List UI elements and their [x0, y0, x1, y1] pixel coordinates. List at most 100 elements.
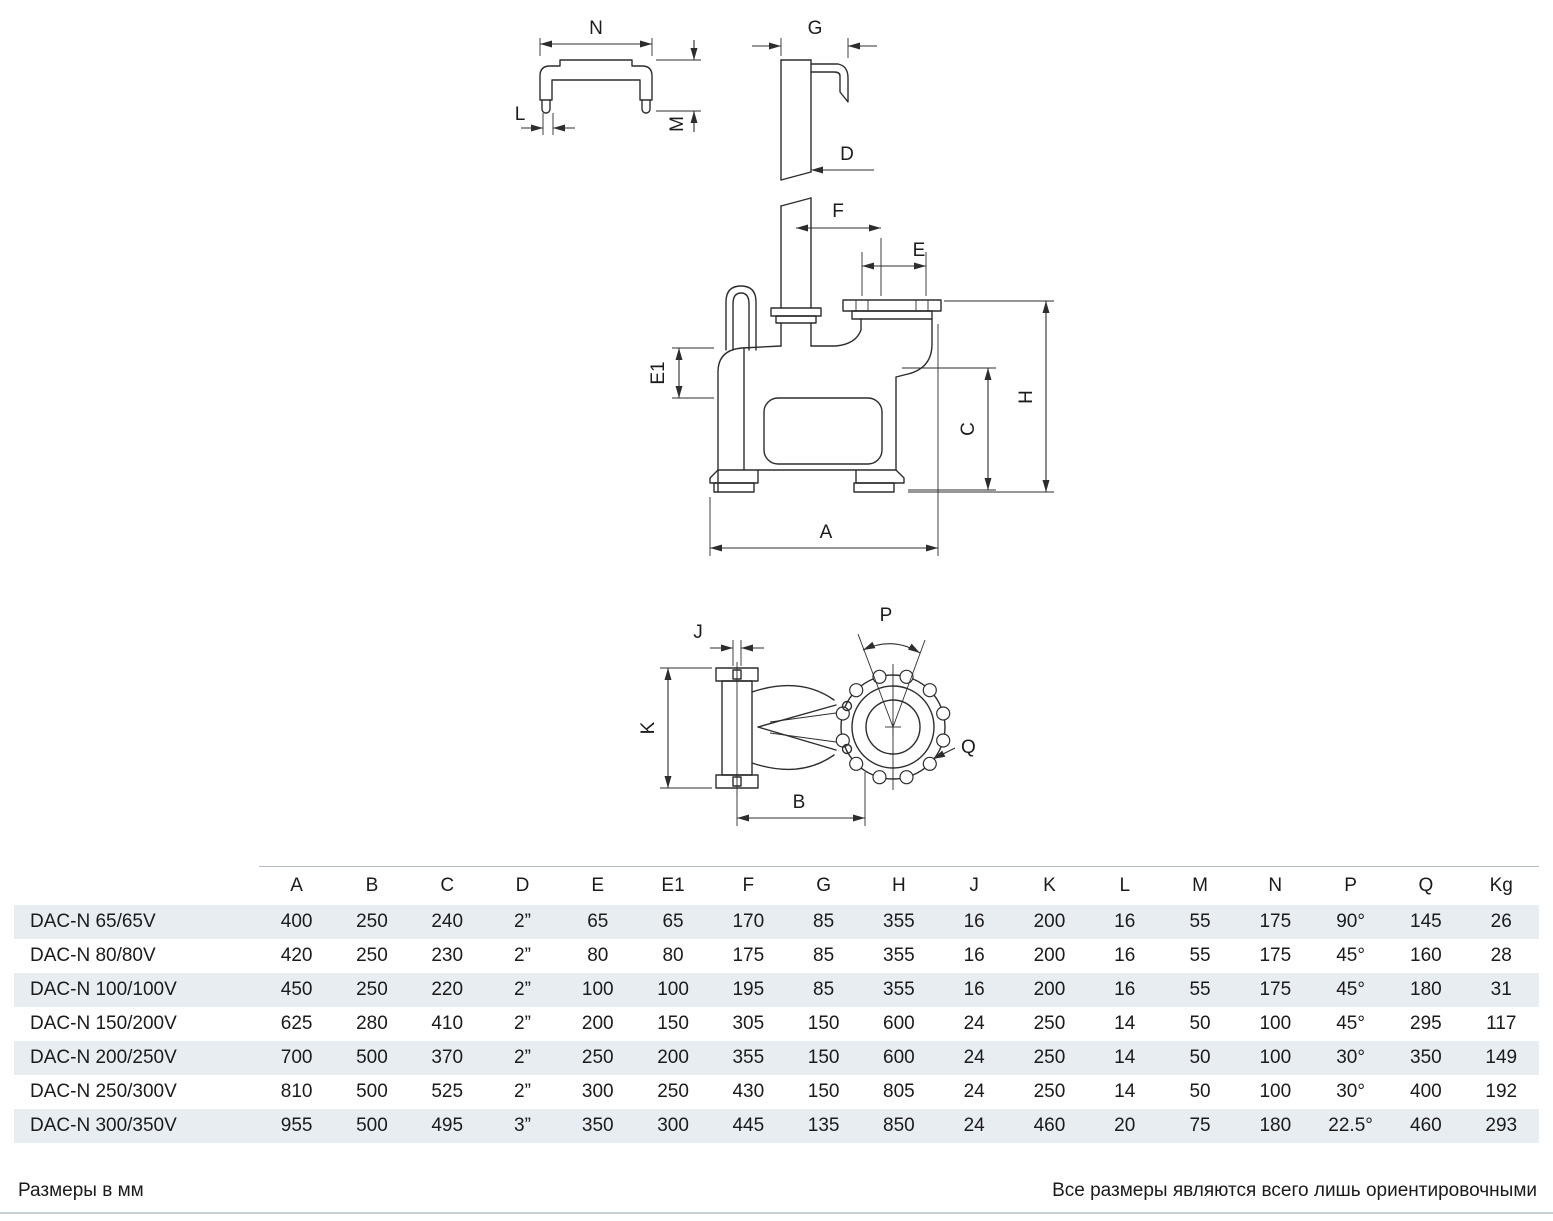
value-cell: 220	[431, 978, 464, 1000]
value-cell: 85	[813, 910, 835, 932]
value-cell: 175	[732, 944, 765, 966]
discharge-flange	[842, 299, 942, 320]
model-cell: DAC-N 250/300V	[30, 1080, 177, 1102]
value-cell: 250	[1033, 1046, 1066, 1068]
value-cell: 355	[883, 978, 915, 1000]
value-cell: 30°	[1336, 1080, 1365, 1102]
value-cell: 240	[431, 910, 464, 932]
value-cell: 250	[356, 978, 388, 1000]
value-cell: 295	[1410, 1012, 1442, 1034]
value-cell: 31	[1490, 978, 1512, 1000]
value-cell: 50	[1189, 1012, 1211, 1034]
value-cell: 24	[963, 1114, 985, 1136]
dim-label-g: G	[808, 18, 823, 39]
value-cell: 80	[587, 944, 609, 966]
value-cell: 149	[1485, 1046, 1518, 1068]
value-cell: 85	[813, 944, 835, 966]
value-cell: 90°	[1336, 910, 1365, 932]
dim-label-b: B	[793, 792, 806, 813]
footer-disclaimer-note: Все размеры являются всего лишь ориентир…	[1052, 1180, 1537, 1201]
value-cell: 200	[581, 1012, 614, 1034]
table-header-b: B	[334, 866, 410, 905]
value-cell: 50	[1189, 1046, 1211, 1068]
model-cell: DAC-N 150/200V	[30, 1012, 177, 1034]
value-cell: 460	[1410, 1114, 1442, 1136]
value-cell: 250	[356, 910, 388, 932]
value-cell: 16	[1114, 944, 1136, 966]
value-cell: 2”	[514, 1012, 531, 1034]
value-cell: 250	[581, 1046, 614, 1068]
table-header-kg: Kg	[1463, 866, 1539, 905]
value-cell: 85	[813, 978, 835, 1000]
value-cell: 525	[431, 1080, 464, 1102]
value-cell: 80	[662, 944, 684, 966]
value-cell: 305	[732, 1012, 765, 1034]
value-cell: 400	[280, 910, 313, 932]
value-cell: 230	[431, 944, 464, 966]
value-cell: 135	[807, 1114, 840, 1136]
value-cell: 955	[280, 1114, 313, 1136]
stand-front	[715, 662, 759, 794]
value-cell: 14	[1114, 1046, 1136, 1068]
value-cell: 50	[1189, 1080, 1211, 1102]
value-cell: 180	[1410, 978, 1442, 1000]
dim-label-f: F	[832, 201, 844, 222]
value-cell: 200	[1033, 944, 1066, 966]
dim-label-e1: E1	[648, 361, 669, 384]
value-cell: 55	[1189, 910, 1211, 932]
value-cell: 24	[963, 1012, 985, 1034]
value-cell: 430	[732, 1080, 765, 1102]
value-cell: 192	[1485, 1080, 1518, 1102]
value-cell: 175	[1259, 978, 1292, 1000]
dim-label-h: H	[1016, 390, 1037, 404]
value-cell: 45°	[1336, 1012, 1365, 1034]
table-header-d: D	[484, 866, 561, 905]
table-header-h: H	[861, 866, 937, 905]
value-cell: 600	[883, 1012, 915, 1034]
value-cell: 14	[1114, 1080, 1136, 1102]
value-cell: 450	[280, 978, 313, 1000]
value-cell: 150	[807, 1080, 840, 1102]
top-view-drawing: J	[638, 605, 976, 826]
model-cell: DAC-N 300/350V	[30, 1114, 177, 1136]
footer-units-note: Размеры в мм	[18, 1180, 144, 1201]
model-cell: DAC-N 65/65V	[30, 910, 156, 932]
model-cell: DAC-N 200/250V	[30, 1046, 177, 1068]
value-cell: 200	[1033, 910, 1066, 932]
value-cell: 700	[280, 1046, 313, 1068]
value-cell: 2”	[514, 978, 531, 1000]
volute-top	[751, 684, 837, 771]
riser-pipe	[770, 59, 849, 347]
table-header-f: F	[710, 866, 786, 905]
table-header-j: J	[936, 866, 1012, 905]
dim-label-e: E	[913, 240, 926, 261]
value-cell: 16	[963, 910, 985, 932]
value-cell: 145	[1410, 910, 1442, 932]
value-cell: 355	[883, 944, 915, 966]
pump-body	[709, 285, 933, 493]
value-cell: 175	[1259, 910, 1292, 932]
value-cell: 400	[1410, 1080, 1442, 1102]
value-cell: 300	[657, 1114, 689, 1136]
value-cell: 45°	[1336, 978, 1365, 1000]
value-cell: 850	[883, 1114, 915, 1136]
value-cell: 30°	[1336, 1046, 1365, 1068]
value-cell: 2”	[514, 1080, 531, 1102]
value-cell: 370	[431, 1046, 464, 1068]
table-header-m: M	[1162, 866, 1238, 905]
value-cell: 195	[732, 978, 765, 1000]
flange-circle	[835, 664, 951, 790]
model-cell: DAC-N 80/80V	[30, 944, 156, 966]
value-cell: 55	[1189, 944, 1211, 966]
value-cell: 250	[657, 1080, 689, 1102]
value-cell: 22.5°	[1328, 1114, 1373, 1136]
table-header-l: L	[1087, 866, 1163, 905]
value-cell: 117	[1486, 1012, 1517, 1034]
value-cell: 3”	[514, 1114, 531, 1136]
value-cell: 500	[356, 1080, 388, 1102]
